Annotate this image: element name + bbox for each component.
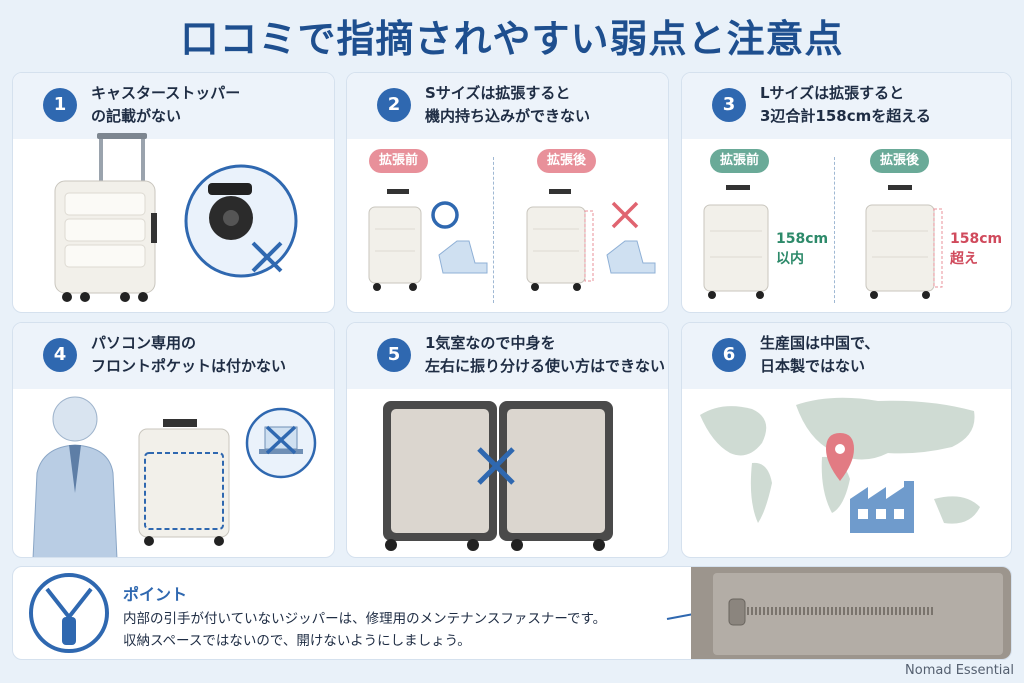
before-expansion-label: 拡張前 [369,149,429,173]
ok-circle-icon [431,201,459,229]
card-number: 4 [43,338,77,372]
card-heading-line1: パソコン専用の [91,334,197,352]
maintenance-zipper-illustration [691,567,1011,659]
over-158cm-note: 158cm 超え [950,231,1003,267]
suitcase-after-icon [526,189,594,291]
card-l-size-expansion: 3 Lサイズは拡張すると 3辺合計158cmを超える 拡張前 拡張後 158cm… [681,72,1012,313]
tip-text-line2: 収納スペースではないので、開けないようにしましょう。 [123,633,471,649]
card-heading-line1: 生産国は中国で、 [760,334,880,352]
airplane-seat-icon [606,240,656,274]
within-158cm-note: 158cm 以内 [776,231,829,267]
card-heading-line1: キャスターストッパー [91,84,241,102]
cross-icon [477,447,515,485]
card-heading-line2: 日本製ではない [760,357,866,375]
card-heading-line1: 1気室なので中身を [425,334,556,352]
caster-zoom-icon [184,164,298,278]
card-heading: Lサイズは拡張すると 3辺合計158cmを超える [760,82,931,128]
after-expansion-label: 拡張後 [870,149,930,173]
card-heading-line1: Lサイズは拡張すると [760,84,905,102]
card-heading-line2: 機内持ち込みができない [425,107,591,125]
suitcase-after-icon [865,185,943,299]
divider [493,157,494,303]
suitcase-before-icon [703,185,769,299]
after-expansion-label: 拡張後 [537,149,597,173]
world-map-illustration [700,397,980,524]
card-s-size-expansion: 2 Sサイズは拡張すると 機内持ち込みができない 拡張前 拡張後 [346,72,669,313]
card-heading-line2: フロントポケットは付かない [91,357,287,375]
card-heading-line2: 左右に振り分ける使い方はできない [425,357,666,375]
brand-name: Nomad Essential [905,663,1014,678]
tip-panel: ポイント 内部の引手が付いていないジッパーは、修理用のメンテナンスファスナーです… [12,566,1012,660]
factory-icon [850,481,914,533]
suitcase-front-pocket-illustration [138,419,230,546]
card-number: 5 [377,338,411,372]
card-heading: パソコン専用の フロントポケットは付かない [91,332,286,378]
divider [834,157,835,303]
card-number: 3 [712,88,746,122]
card-number: 1 [43,88,77,122]
suitcase-illustration [54,133,157,302]
card-heading: キャスターストッパー の記載がない [91,82,240,128]
tip-text-line1: 内部の引手が付いていないジッパーは、修理用のメンテナンスファスナーです。 [123,611,607,627]
card-heading: 生産国は中国で、 日本製ではない [760,332,879,378]
card-country-of-origin: 6 生産国は中国で、 日本製ではない [681,322,1012,558]
suitcase-before-icon [368,189,422,291]
laptop-cross-icon [245,407,317,479]
card-caster-stopper: 1 キャスターストッパー の記載がない [12,72,335,313]
card-laptop-pocket: 4 パソコン専用の フロントポケットは付かない [12,322,335,558]
card-heading-line2: 3辺合計158cmを超える [760,107,931,125]
page-title: 口コミで指摘されやすい弱点と注意点 [180,17,844,61]
card-heading-line2: の記載がない [91,107,182,125]
card-single-compartment: 5 1気室なので中身を 左右に振り分ける使い方はできない [346,322,669,558]
zipper-icon [29,573,109,653]
card-heading-line1: Sサイズは拡張すると [425,84,571,102]
open-suitcase-illustration [383,401,613,551]
ng-cross-icon [611,201,639,229]
card-number: 2 [377,88,411,122]
before-expansion-label: 拡張前 [710,149,770,173]
location-pin-icon [826,433,854,481]
businessman-illustration [32,396,118,557]
tip-title: ポイント [123,585,188,604]
card-heading: Sサイズは拡張すると 機内持ち込みができない [425,82,590,128]
card-heading: 1気室なので中身を 左右に振り分ける使い方はできない [425,332,665,378]
airplane-seat-icon [438,240,488,274]
card-number: 6 [712,338,746,372]
